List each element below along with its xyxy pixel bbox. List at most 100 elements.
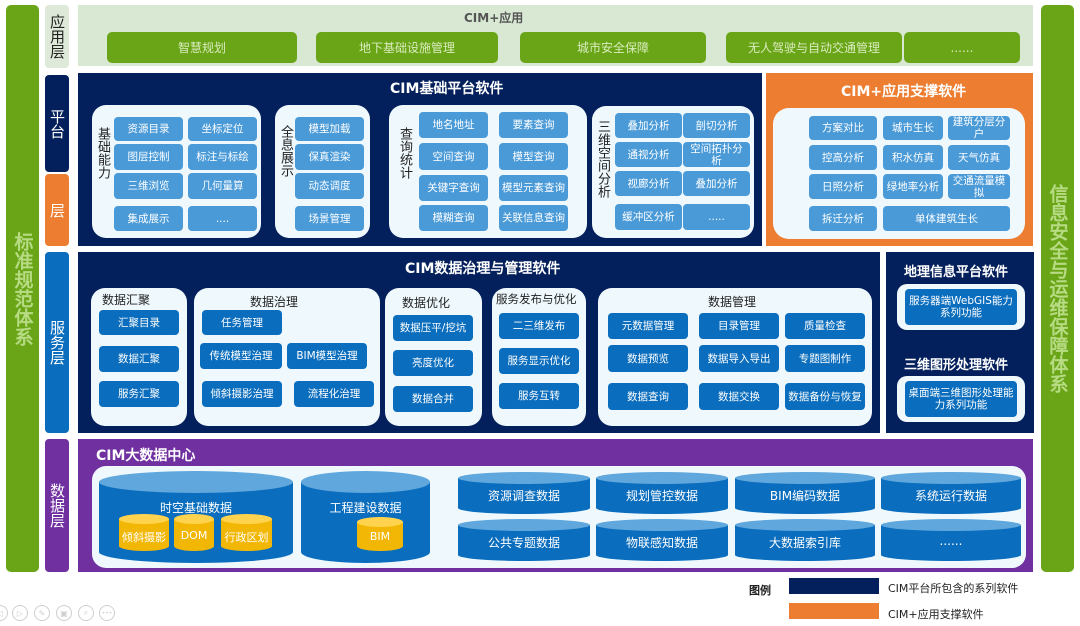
db-sub[interactable]: BIM — [357, 517, 403, 551]
func-item[interactable]: 叠加分析 — [615, 113, 682, 138]
slides-icon[interactable]: ▣ — [56, 605, 72, 621]
func-item[interactable]: 数据备份与恢复 — [785, 383, 865, 410]
legend-title: 图例 — [749, 584, 771, 597]
func-item[interactable]: 桌面端三维图形处理能力系列功能 — [905, 381, 1017, 417]
func-item[interactable]: 服务显示优化 — [499, 348, 579, 374]
func-item[interactable]: BIM模型治理 — [287, 343, 367, 369]
more-icon[interactable]: ••• — [99, 605, 115, 621]
db-sub[interactable]: DOM — [174, 514, 214, 551]
func-item[interactable]: 空间拓扑分析 — [683, 142, 750, 167]
panel-holo: 全息展示 模型加载 保真渲染 动态调度 场景管理 — [275, 105, 370, 238]
func-item[interactable]: 数据查询 — [608, 383, 688, 410]
func-item[interactable]: 标注与标绘 — [188, 144, 257, 170]
func-item[interactable]: 亮度优化 — [393, 350, 473, 376]
func-item[interactable]: 元数据管理 — [608, 313, 688, 339]
func-item[interactable]: 坐标定位 — [188, 117, 257, 141]
func-item[interactable]: 数据导入导出 — [699, 345, 779, 372]
func-item[interactable]: 数据汇聚 — [99, 346, 179, 372]
func-item[interactable]: 图层控制 — [114, 144, 183, 170]
func-item[interactable]: 积水仿真 — [883, 145, 943, 170]
func-item[interactable]: 关键字查询 — [419, 175, 488, 201]
func-item[interactable]: 二三维发布 — [499, 313, 579, 339]
func-item[interactable]: 几何量算 — [188, 173, 257, 199]
play-icon[interactable]: ▷ — [12, 605, 28, 621]
func-item[interactable]: 服务汇聚 — [99, 381, 179, 407]
db-cylinder[interactable]: 资源调查数据 — [458, 472, 590, 514]
db-cylinder[interactable]: 公共专题数据 — [458, 519, 590, 561]
func-item[interactable]: 通视分析 — [615, 142, 682, 167]
app-item[interactable]: 无人驾驶与自动交通管理 — [726, 32, 902, 63]
standards-pillar: 标准规范体系 — [6, 5, 39, 572]
func-item[interactable]: 传统模型治理 — [200, 343, 282, 369]
db-cylinder[interactable]: 系统运行数据 — [881, 472, 1021, 514]
func-item[interactable]: 流程化治理 — [294, 381, 374, 407]
func-item[interactable]: 服务互转 — [499, 383, 579, 409]
db-cylinder[interactable]: 大数据索引库 — [735, 519, 875, 561]
func-item[interactable]: 视廊分析 — [615, 171, 682, 196]
func-item[interactable]: 汇聚目录 — [99, 310, 179, 335]
db-cylinder[interactable]: 规划管控数据 — [596, 472, 728, 514]
func-item[interactable]: 绿地率分析 — [883, 174, 943, 199]
func-item[interactable]: 专题图制作 — [785, 345, 865, 372]
zoom-icon[interactable]: ⌕ — [78, 605, 94, 621]
db-cylinder[interactable]: 物联感知数据 — [596, 519, 728, 561]
func-item[interactable]: 空间查询 — [419, 143, 488, 170]
func-item[interactable]: 数据预览 — [608, 345, 688, 372]
func-item[interactable]: 城市生长 — [883, 116, 943, 140]
layer-service-label: 服务层 — [48, 320, 66, 365]
func-item[interactable]: 场景管理 — [295, 206, 364, 231]
func-item[interactable]: ..... — [683, 204, 750, 230]
pen-icon[interactable]: ✎ — [34, 605, 50, 621]
app-item[interactable]: ...... — [904, 32, 1020, 63]
app-item[interactable]: 地下基础设施管理 — [316, 32, 498, 63]
func-item[interactable]: 天气仿真 — [948, 145, 1010, 170]
func-item[interactable]: .... — [188, 206, 257, 231]
db-cylinder[interactable]: ...... — [881, 519, 1021, 561]
db-cylinder[interactable]: BIM编码数据 — [735, 472, 875, 514]
db-sub[interactable]: 行政区划 — [221, 514, 272, 551]
func-item[interactable]: 动态调度 — [295, 173, 364, 199]
func-item[interactable]: 质量检查 — [785, 313, 865, 339]
func-item[interactable]: 单体建筑生长 — [883, 206, 1010, 231]
func-item[interactable]: 方案对比 — [809, 116, 877, 140]
prev-icon[interactable]: ◁ — [0, 605, 8, 621]
func-item[interactable]: 拆迁分析 — [809, 206, 877, 231]
func-item[interactable]: 日照分析 — [809, 174, 877, 199]
func-item[interactable]: 关联信息查询 — [499, 205, 568, 231]
panel-query: 查询统计 地名地址 要素查询 空间查询 模型查询 关键字查询 模型元素查询 模糊… — [389, 105, 587, 238]
panel-gis: 服务器端WebGIS能力系列功能 — [897, 284, 1025, 330]
func-item[interactable]: 叠加分析 — [683, 171, 750, 196]
db-sub[interactable]: 倾斜摄影 — [119, 514, 169, 551]
func-item[interactable]: 数据压平/挖坑 — [393, 315, 473, 341]
func-item[interactable]: 交通流量模拟 — [948, 174, 1010, 199]
func-item[interactable]: 倾斜摄影治理 — [202, 381, 282, 407]
func-item[interactable]: 保真渲染 — [295, 144, 364, 170]
func-item[interactable]: 控高分析 — [809, 145, 877, 170]
func-item[interactable]: 剖切分析 — [683, 113, 750, 138]
func-item[interactable]: 三维浏览 — [114, 173, 183, 199]
legend-label: CIM+应用支撑软件 — [888, 608, 984, 621]
func-item[interactable]: 服务器端WebGIS能力系列功能 — [905, 289, 1017, 325]
db-sub-label: BIM — [369, 530, 391, 543]
app-item[interactable]: 城市安全保障 — [520, 32, 706, 63]
func-item[interactable]: 集成展示 — [114, 206, 183, 231]
layer-data: 数据层 — [45, 439, 69, 572]
func-item[interactable]: 数据合并 — [393, 386, 473, 412]
standards-pillar-label: 标准规范体系 — [11, 231, 34, 346]
app-item[interactable]: 智慧规划 — [107, 32, 297, 63]
func-item[interactable]: 要素查询 — [499, 112, 568, 138]
legend: 图例 — [749, 579, 771, 598]
func-item[interactable]: 模型元素查询 — [499, 175, 568, 201]
func-item[interactable]: 模型加载 — [295, 117, 364, 141]
func-item[interactable]: 地名地址 — [419, 112, 488, 138]
func-item[interactable]: 建筑分层分户 — [948, 116, 1010, 140]
func-item[interactable]: 目录管理 — [699, 313, 779, 339]
func-item[interactable]: 模糊查询 — [419, 205, 488, 231]
panel-analysis: 三维空间分析 叠加分析 剖切分析 通视分析 空间拓扑分析 视廊分析 叠加分析 缓… — [592, 106, 754, 238]
layer-service: 服务层 — [45, 252, 69, 433]
func-item[interactable]: 模型查询 — [499, 143, 568, 170]
func-item[interactable]: 缓冲区分析 — [615, 204, 682, 230]
func-item[interactable]: 任务管理 — [202, 310, 282, 335]
func-item[interactable]: 数据交换 — [699, 383, 779, 410]
func-item[interactable]: 资源目录 — [114, 117, 183, 141]
